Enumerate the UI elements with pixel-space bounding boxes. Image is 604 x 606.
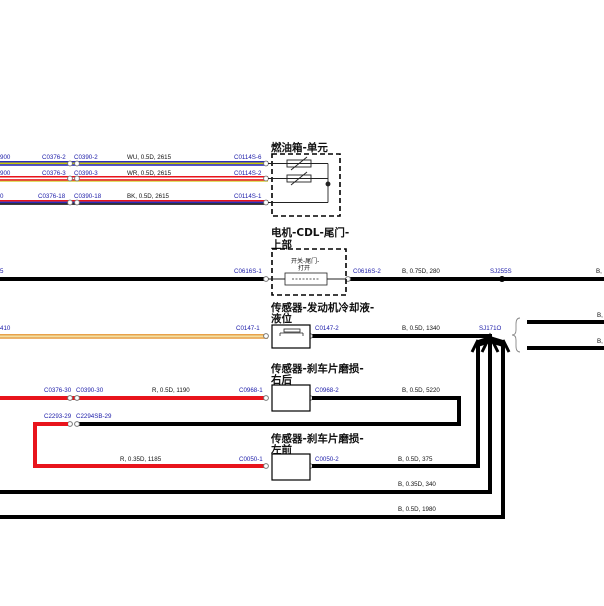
connector-label: C0376-18 bbox=[38, 193, 66, 200]
tailgate-motor-box bbox=[271, 248, 347, 296]
wire-black bbox=[0, 277, 268, 281]
connector-label: C0376-3 bbox=[42, 170, 66, 177]
connector-label: C0147-2 bbox=[315, 325, 339, 332]
tailgate-switch-icon bbox=[268, 272, 346, 286]
wire-label: WU, 0.5D, 2615 bbox=[127, 154, 172, 161]
connector-dot bbox=[74, 395, 80, 401]
splice-arrow bbox=[480, 332, 500, 353]
wire-label: B, 0.35D, 340 bbox=[398, 481, 436, 488]
connector-label: C0968-2 bbox=[315, 387, 339, 394]
brake-sensor-rr-box bbox=[271, 384, 311, 412]
connector-label: C0390-18 bbox=[74, 193, 102, 200]
wire-label: R, 0.35D, 1185 bbox=[120, 456, 162, 463]
connector-label: C0616S-2 bbox=[353, 268, 381, 275]
wire-label: R, 0.5D, 1190 bbox=[152, 387, 190, 394]
connector-label: C0616S-1 bbox=[234, 268, 262, 275]
wire-label: BK, 0.5D, 2615 bbox=[127, 193, 170, 200]
connector-label: C0968-1 bbox=[239, 387, 263, 394]
fuel-tank-unit-title: 燃油箱-单元 bbox=[271, 141, 328, 154]
coolant-sensor-title: 传感器-发动机冷却液- bbox=[270, 301, 374, 314]
tailgate-switch-label-2: 打开 bbox=[298, 264, 310, 272]
wire-red bbox=[33, 422, 268, 468]
wire-red bbox=[0, 396, 268, 400]
connector-label: C0147-1 bbox=[236, 325, 260, 332]
fuel-tank-unit-box bbox=[271, 153, 341, 217]
connector-dot bbox=[74, 421, 80, 427]
connector-label: C0376-30 bbox=[44, 387, 72, 394]
wire-black bbox=[77, 396, 461, 426]
splice-arrow bbox=[470, 339, 480, 353]
connector-label: C2293-29 bbox=[44, 413, 72, 420]
connector-label: 410 bbox=[0, 325, 11, 332]
wire-label: B, bbox=[597, 338, 603, 345]
brake-sensor-lf-title: 传感器-刹车片磨损- bbox=[270, 432, 364, 445]
connector-dot bbox=[263, 333, 269, 339]
fuel-tank-wire-1 bbox=[0, 161, 268, 166]
connector-label: C0050-1 bbox=[239, 456, 263, 463]
connector-label: C0114S-1 bbox=[234, 193, 262, 200]
connector-dot bbox=[67, 160, 269, 206]
connector-label: SJ171O bbox=[479, 325, 502, 332]
connector-label: 900 bbox=[0, 170, 11, 177]
coolant-switch-icon bbox=[279, 328, 304, 336]
connector-dot bbox=[263, 463, 269, 469]
coolant-sensor-box bbox=[271, 324, 311, 349]
fuel-tank-wire-3 bbox=[0, 200, 268, 205]
wire-black bbox=[0, 343, 492, 494]
wire-black bbox=[0, 343, 505, 519]
connector-label: C0050-2 bbox=[315, 456, 339, 463]
wire-label: B, bbox=[596, 268, 602, 275]
coolant-wire-left bbox=[0, 334, 268, 339]
connector-label: 900 bbox=[0, 154, 11, 161]
wire-label: B, 0.5D, 1980 bbox=[398, 506, 436, 513]
connector-label: C0390-30 bbox=[76, 387, 104, 394]
connector-dot bbox=[263, 276, 269, 282]
connector-dot bbox=[67, 395, 73, 401]
wire-black bbox=[312, 343, 480, 468]
connector-label: C0376-2 bbox=[42, 154, 66, 161]
connector-label: 5 bbox=[0, 268, 4, 275]
fuel-tank-wire-2 bbox=[0, 176, 268, 182]
brake-sensor-rr-title: 传感器-刹车片磨损- bbox=[270, 362, 364, 375]
splice-dot bbox=[499, 276, 505, 282]
connector-label: C0390-3 bbox=[74, 170, 98, 177]
brake-sensor-lf-box bbox=[271, 453, 311, 481]
tailgate-switch-label: 开关-尾门- bbox=[291, 257, 319, 265]
tailgate-motor-title-2: 上部 bbox=[271, 238, 292, 251]
wire-label: B, 0.5D, 5220 bbox=[402, 387, 440, 394]
wire-label: B, 0.5D, 1340 bbox=[402, 325, 440, 332]
coolant-sensor-title-2: 液位 bbox=[271, 312, 292, 325]
connector-label: C2294SB-29 bbox=[76, 413, 112, 420]
wire-label: B, bbox=[597, 312, 603, 319]
wire-label: B, 0.5D, 375 bbox=[398, 456, 433, 463]
wire-black bbox=[527, 320, 604, 324]
brake-sensor-rr-title-2: 右后 bbox=[270, 373, 292, 386]
wire-label: WR, 0.5D, 2615 bbox=[127, 170, 172, 177]
connector-label: C0114S-6 bbox=[234, 154, 262, 161]
fuel-sender-icon bbox=[268, 156, 331, 203]
tailgate-motor-title: 电机-CDL-尾门- bbox=[271, 226, 349, 239]
wire-label: B, 0.75D, 280 bbox=[402, 268, 440, 275]
bracket bbox=[511, 317, 521, 353]
connector-dot bbox=[67, 421, 73, 427]
connector-label: 0 bbox=[0, 193, 4, 200]
wire-black bbox=[346, 277, 604, 281]
connector-label: C0114S-2 bbox=[234, 170, 262, 177]
splice-arrow bbox=[501, 339, 511, 353]
wire-black bbox=[527, 346, 604, 350]
wire-black bbox=[312, 334, 492, 338]
connector-label: SJ255S bbox=[490, 268, 512, 275]
brake-sensor-lf-title-2: 左前 bbox=[270, 443, 292, 456]
connector-dot bbox=[263, 395, 269, 401]
connector-label: C0390-2 bbox=[74, 154, 98, 161]
